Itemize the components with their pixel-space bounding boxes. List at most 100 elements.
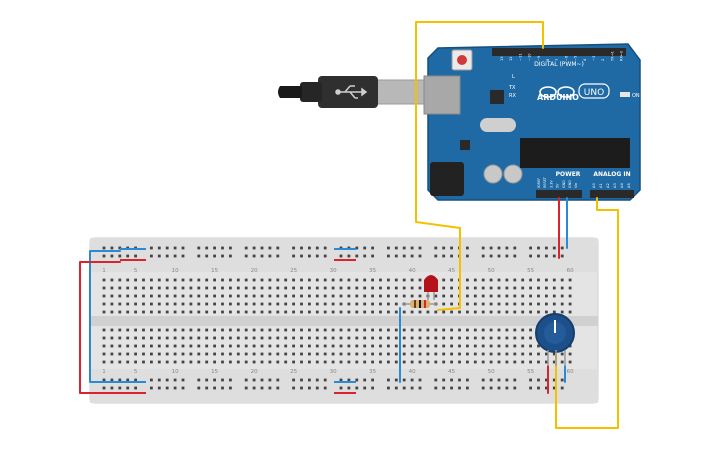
hole [197, 386, 201, 390]
hole [513, 254, 517, 258]
hole [284, 286, 288, 290]
hole [268, 294, 272, 298]
led[interactable] [424, 275, 438, 300]
hole [355, 294, 359, 298]
hole [560, 278, 564, 282]
hole [268, 344, 272, 348]
hole [363, 336, 367, 340]
hole [102, 378, 106, 382]
hole [221, 352, 224, 356]
hole [157, 344, 161, 348]
hole [552, 286, 556, 290]
resistor[interactable] [402, 300, 438, 308]
hole [505, 352, 509, 356]
column-number: 45 [448, 268, 455, 274]
hole [497, 278, 501, 282]
hole [363, 352, 367, 356]
hole [260, 328, 264, 332]
hole [292, 302, 295, 306]
hole [521, 360, 525, 364]
column-number: 15 [211, 369, 218, 375]
hole [505, 294, 509, 298]
potentiometer[interactable] [535, 313, 575, 366]
hole [394, 352, 398, 356]
hole [339, 302, 343, 306]
capacitor-1 [483, 164, 503, 184]
hole [134, 310, 137, 314]
hole [387, 286, 390, 290]
hole [134, 344, 137, 348]
hole [173, 328, 177, 332]
hole [181, 294, 185, 298]
hole [410, 246, 414, 250]
column-number: 50 [488, 369, 495, 375]
hole [371, 246, 374, 250]
hole [410, 254, 414, 258]
hole [394, 310, 398, 314]
hole [260, 310, 264, 314]
hole [442, 336, 446, 340]
hole [118, 246, 122, 250]
usb-cable [278, 76, 426, 108]
hole [371, 344, 374, 348]
hole [213, 254, 216, 258]
hole [497, 246, 501, 250]
digital-pin-label: 2 [601, 59, 605, 61]
hole [292, 294, 295, 298]
hole [118, 336, 122, 340]
digital-pin-label: ~3 [592, 56, 596, 61]
hole [173, 246, 177, 250]
hole [189, 302, 193, 306]
hole [244, 294, 248, 298]
hole [157, 352, 161, 356]
hole [489, 386, 493, 390]
hole [513, 310, 517, 314]
hole [466, 302, 469, 306]
hole [458, 328, 461, 332]
hole [213, 294, 216, 298]
hole [426, 310, 430, 314]
hole [442, 286, 446, 290]
hole [236, 336, 240, 340]
hole [481, 378, 485, 382]
hole [489, 302, 493, 306]
hole [394, 386, 398, 390]
hole [173, 352, 177, 356]
hole [402, 294, 406, 298]
hole [181, 278, 185, 282]
hole [521, 294, 525, 298]
hole [221, 336, 224, 340]
hole [110, 378, 114, 382]
hole [481, 254, 485, 258]
hole [545, 310, 548, 314]
hole [387, 310, 390, 314]
arduino-uno-board[interactable]: DIGITAL (PWM~) ARDUINO UNO POWER ANALOG … [423, 43, 641, 201]
hole [442, 352, 446, 356]
hole [552, 254, 556, 258]
hole [173, 386, 177, 390]
hole [181, 378, 185, 382]
hole [213, 336, 216, 340]
hole [197, 336, 201, 340]
hole [284, 278, 288, 282]
hole [545, 386, 548, 390]
hole [102, 254, 106, 258]
hole [110, 344, 114, 348]
hole [300, 336, 303, 340]
hole [513, 378, 517, 382]
hole [229, 386, 232, 390]
hole [157, 310, 161, 314]
hole [142, 310, 145, 314]
hole [268, 352, 272, 356]
column-number: 55 [527, 268, 534, 274]
hole [221, 386, 224, 390]
column-number: 35 [369, 369, 376, 375]
column-number: 25 [290, 369, 297, 375]
hole [560, 254, 564, 258]
hole [481, 352, 485, 356]
hole [442, 246, 446, 250]
hole [252, 278, 256, 282]
column-number: 35 [369, 268, 376, 274]
hole [339, 286, 343, 290]
hole [276, 328, 280, 332]
